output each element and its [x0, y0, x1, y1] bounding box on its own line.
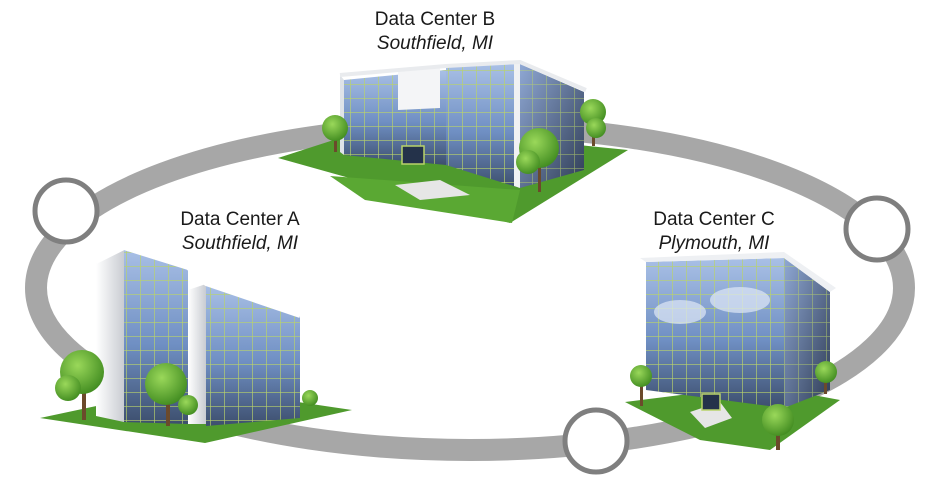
data-center-a-location: Southfield, MI — [181, 233, 299, 254]
ring-node-icon — [562, 407, 630, 475]
data-center-c-label: Data Center C Plymouth, MI — [614, 208, 814, 256]
building-icon — [625, 252, 840, 450]
data-center-c-location: Plymouth, MI — [658, 233, 770, 254]
data-center-b-label: Data Center B Southfield, MI — [335, 8, 535, 56]
data-center-b-name: Data Center B — [374, 9, 496, 30]
data-center-b-location: Southfield, MI — [376, 33, 494, 54]
ring-node-icon — [32, 177, 100, 245]
building-icon — [278, 59, 628, 223]
data-center-c-name: Data Center C — [653, 209, 775, 230]
building-icon — [40, 245, 352, 443]
ring-node-icon — [843, 195, 911, 263]
data-center-a-name: Data Center A — [180, 209, 300, 230]
data-center-a-label: Data Center A Southfield, MI — [140, 208, 340, 256]
